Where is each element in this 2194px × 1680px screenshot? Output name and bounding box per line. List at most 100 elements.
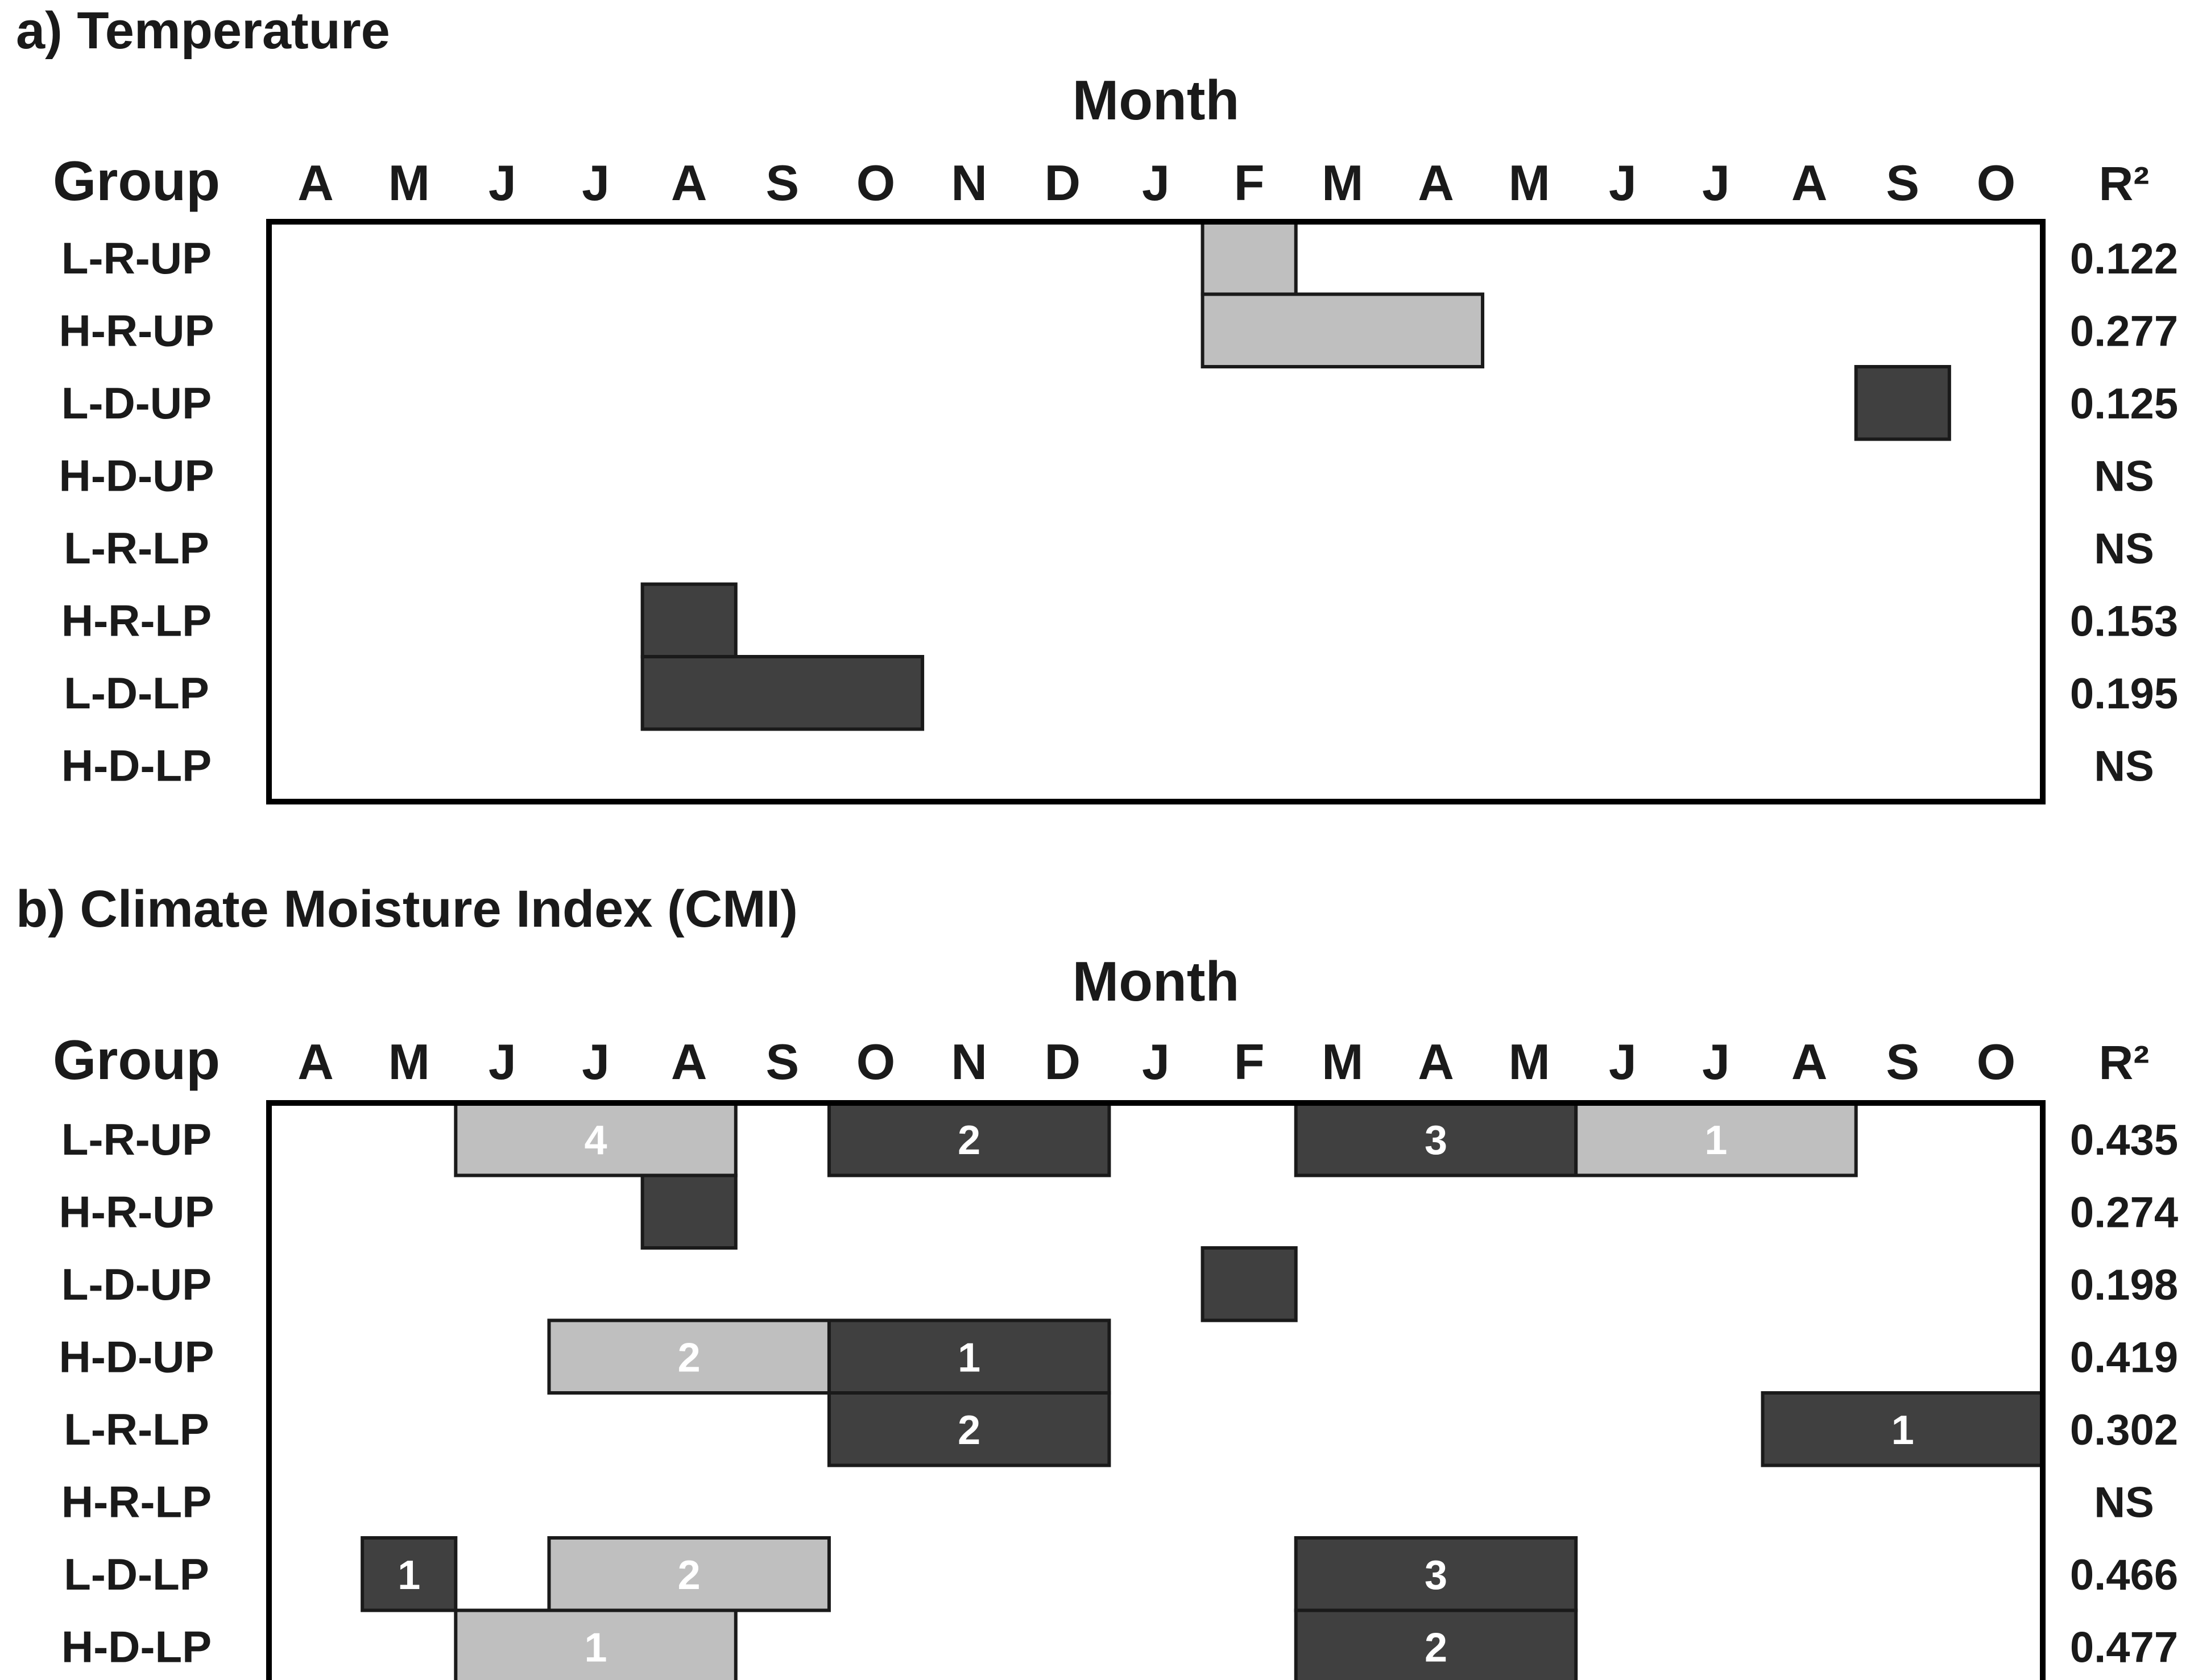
panel-a-month-tick-label: D: [1045, 155, 1081, 211]
panel-a-group-label: L-D-LP: [64, 668, 209, 718]
panel-b-month-tick-label: J: [1609, 1034, 1637, 1090]
panel-b-month-tick-label: N: [951, 1034, 987, 1090]
panel-a-group-label: L-D-UP: [61, 378, 212, 428]
panel-b-r2-value: 0.466: [2070, 1551, 2178, 1599]
panel-a-month-tick-label: O: [1977, 155, 2015, 211]
panel-b-month-tick-label: O: [856, 1034, 895, 1090]
panel-a-month-tick-label: N: [951, 155, 987, 211]
panel-b-x-axis-title: Month: [1073, 950, 1240, 1013]
panel-b-negative-correlation-bar: [1294, 1536, 1578, 1612]
panel-b-bar-label: 2: [958, 1118, 980, 1163]
panel-b-r2-value: 0.419: [2070, 1333, 2178, 1382]
panel-a-r2-value: NS: [2094, 525, 2154, 573]
panel-b-bar-label: 2: [958, 1408, 980, 1453]
panel-b-r2-header: R²: [2099, 1036, 2150, 1089]
panel-b-group-label: H-D-LP: [61, 1621, 212, 1671]
panel-b-r2-value: 0.274: [2070, 1188, 2178, 1237]
panel-a-month-tick-label: A: [671, 155, 707, 211]
panel-b-negative-correlation-bar: [1761, 1391, 2045, 1467]
panel-b-month-tick-label: M: [1322, 1034, 1363, 1090]
panel-b-r2-value: 0.198: [2070, 1261, 2178, 1309]
panel-b-positive-correlation-bar: [1574, 1101, 1858, 1177]
panel-b-month-tick-label: A: [1791, 1034, 1828, 1090]
panel-b-month-tick-label: M: [1508, 1034, 1550, 1090]
panel-a-month-tick-label: J: [1702, 155, 1730, 211]
panel-b-negative-correlation-bar: [1201, 1246, 1298, 1322]
panel-b-group-label: L-R-LP: [64, 1404, 209, 1454]
panel-a-month-tick-label: S: [766, 155, 800, 211]
panel-a-group-header: Group: [53, 150, 220, 212]
panel-a-r2-value: 0.195: [2070, 670, 2178, 718]
panel-b-month-tick-label: F: [1234, 1034, 1265, 1090]
panel-a-group-label: H-R-LP: [61, 595, 212, 645]
panel-b-month-tick-label: J: [489, 1034, 516, 1090]
panel-a-r2-value: NS: [2094, 742, 2154, 790]
panel-b-bar-label: 1: [1891, 1408, 1914, 1453]
panel-b-month-tick-label: J: [1702, 1034, 1730, 1090]
panel-b-positive-correlation-bar: [547, 1536, 831, 1612]
panel-a-month-tick-label: A: [1791, 155, 1828, 211]
panel-a-month-tick-label: M: [1322, 155, 1363, 211]
panel-b-group-label: L-D-LP: [64, 1549, 209, 1599]
panel-a-negative-correlation-bar: [1854, 365, 1951, 441]
panel-b-group-label: L-D-UP: [61, 1259, 212, 1309]
panel-a-r2-value: NS: [2094, 452, 2154, 500]
panel-a-month-tick-label: A: [1418, 155, 1454, 211]
panel-b-group-header: Group: [53, 1028, 220, 1091]
panel-a-r2-header: R²: [2099, 157, 2150, 210]
panel-a-month-tick-label: F: [1234, 155, 1265, 211]
panel-b-title: b) Climate Moisture Index (CMI): [16, 880, 798, 938]
panel-b-r2-value: 0.477: [2070, 1623, 2178, 1671]
panel-b-bar-label: 2: [678, 1553, 701, 1598]
panel-b-bar-label: 2: [1425, 1625, 1447, 1670]
panel-b-group-label: L-R-UP: [61, 1114, 212, 1164]
panel-a-month-tick-label: J: [1142, 155, 1170, 211]
panel-a-positive-correlation-bar: [1201, 220, 1298, 296]
panel-a-plot-frame: [266, 219, 2046, 804]
panel-a-group-label: H-R-UP: [59, 305, 214, 355]
panel-b-bar-label: 1: [1704, 1118, 1727, 1163]
panel-a-month-tick-label: A: [297, 155, 334, 211]
panel-b-negative-correlation-bar: [640, 1173, 738, 1250]
panel-a-month-tick-label: M: [1508, 155, 1550, 211]
panel-b-month-tick-label: A: [297, 1034, 334, 1090]
panel-b-group-label: H-R-UP: [59, 1187, 214, 1237]
panel-b-positive-correlation-bar: [454, 1608, 738, 1680]
panel-b-bar-label: 1: [398, 1553, 420, 1598]
panel-b-negative-correlation-bar: [827, 1318, 1111, 1395]
panel-a-negative-correlation-bar: [640, 582, 738, 658]
panel-b-month-tick-label: S: [1886, 1034, 1919, 1090]
panel-b-r2-value: 0.302: [2070, 1406, 2178, 1454]
panel-b-month-tick-label: S: [766, 1034, 800, 1090]
panel-a-positive-correlation-bar: [1201, 292, 1485, 368]
panel-a-r2-value: 0.125: [2070, 380, 2178, 428]
panel-b-bar-label: 1: [958, 1335, 980, 1380]
panel-b-month-tick-label: D: [1045, 1034, 1081, 1090]
panel-b-r2-value: NS: [2094, 1478, 2154, 1526]
panel-a-month-tick-label: J: [582, 155, 610, 211]
panel-a-month-tick-label: O: [856, 155, 895, 211]
panel-a-group-label: L-R-UP: [61, 233, 212, 283]
panel-a-month-tick-label: M: [388, 155, 430, 211]
panel-a-x-axis-title: Month: [1073, 69, 1240, 131]
panel-b-negative-correlation-bar: [827, 1101, 1111, 1177]
panel-a-month-tick-label: S: [1886, 155, 1919, 211]
panel-b-month-tick-label: J: [582, 1034, 610, 1090]
panel-b-bar-label: 3: [1425, 1553, 1447, 1598]
panel-b-bar-label: 3: [1425, 1118, 1447, 1163]
panel-b-negative-correlation-bar: [361, 1536, 458, 1612]
panel-b-positive-correlation-bar: [547, 1318, 831, 1395]
panel-b-month-tick-label: O: [1977, 1034, 2015, 1090]
panel-a-negative-correlation-bar: [640, 655, 925, 731]
panel-b-month-tick-label: A: [1418, 1034, 1454, 1090]
panel-a-group-label: H-D-UP: [59, 450, 214, 500]
panel-b-month-tick-label: A: [671, 1034, 707, 1090]
panel-b-plot-frame: [266, 1100, 2046, 1680]
panel-b-bar-label: 2: [678, 1335, 701, 1380]
panel-b-negative-correlation-bar: [827, 1391, 1111, 1467]
panel-a-month-tick-label: J: [489, 155, 516, 211]
panel-a-r2-value: 0.277: [2070, 307, 2178, 355]
panel-a-title: a) Temperature: [16, 2, 390, 60]
panel-b-bar-label: 4: [585, 1118, 607, 1163]
